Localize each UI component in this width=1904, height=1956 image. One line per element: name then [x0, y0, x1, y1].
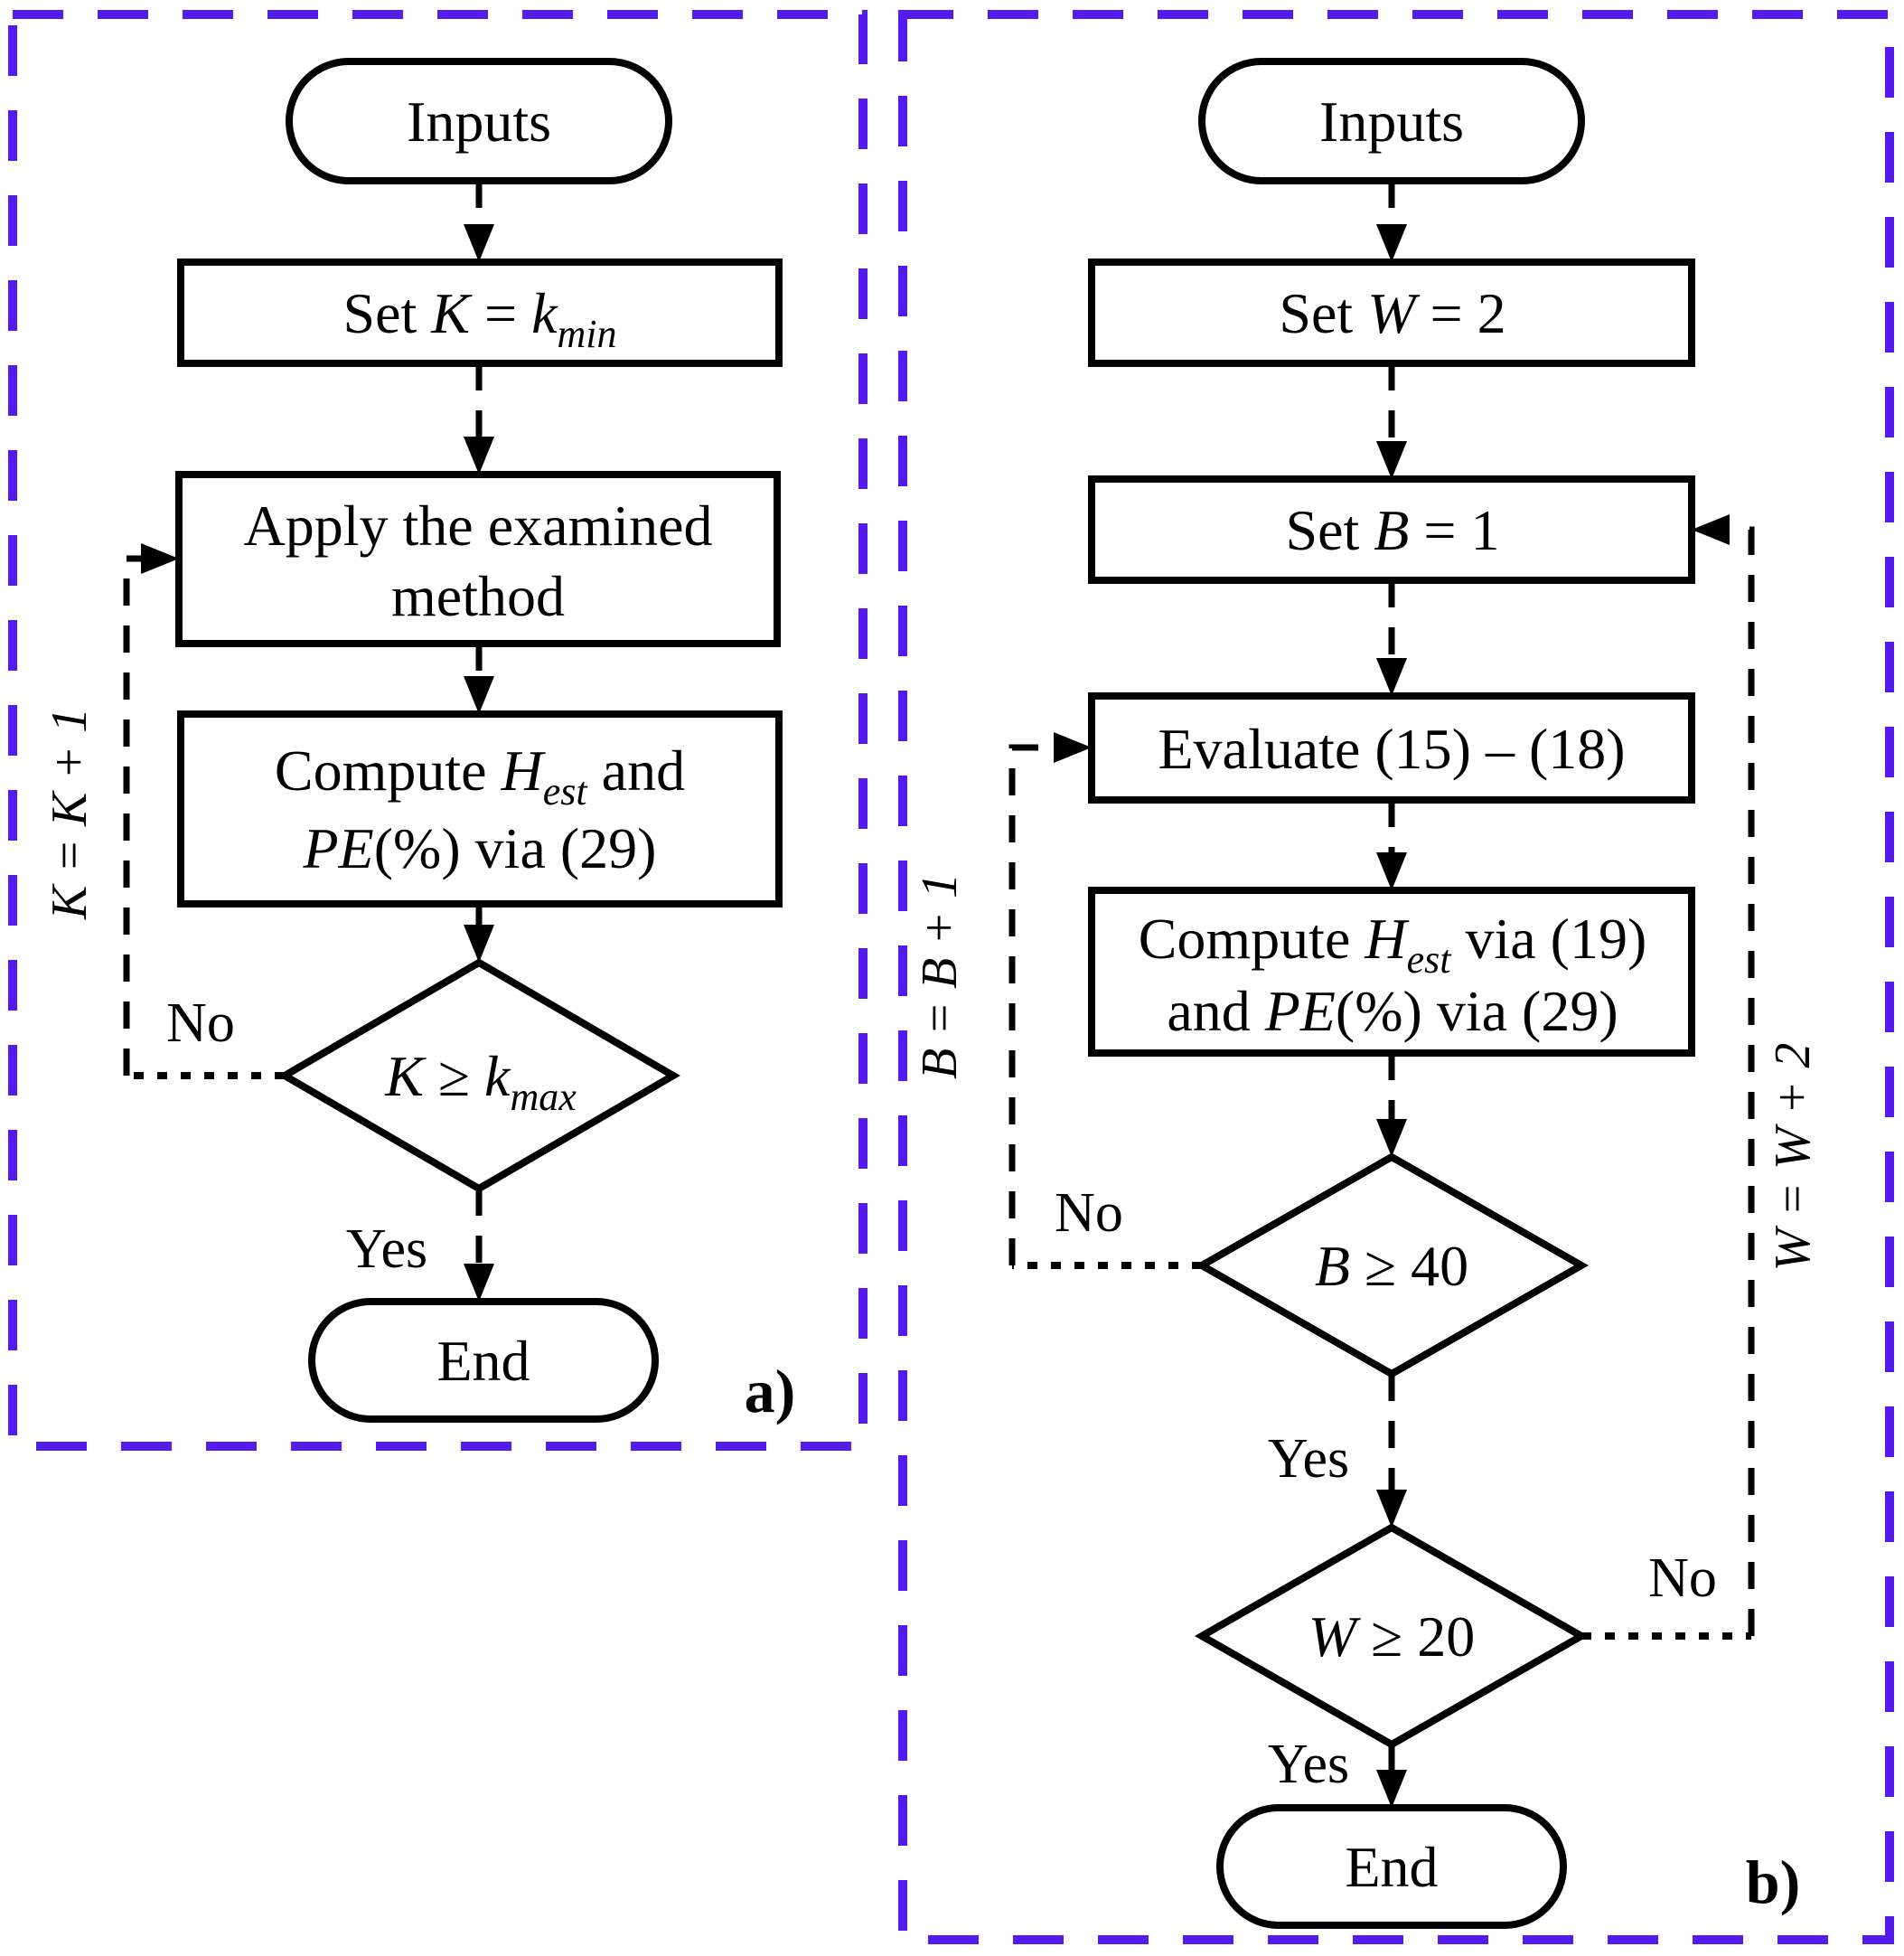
decision-b-40-label: B ≥ 40 [1315, 1234, 1468, 1298]
terminator-inputs-a-label: Inputs [407, 89, 551, 154]
set-k-subscript: min [557, 312, 616, 356]
decision-a-op: ≥ [424, 1044, 484, 1108]
terminator-end-a-label: End [436, 1329, 530, 1393]
decision-w-20-label: W ≥ 20 [1308, 1604, 1475, 1669]
set-b-value: = 1 [1409, 498, 1499, 562]
panel-a-label: a) [745, 1357, 796, 1425]
terminator-end-b-label: End [1345, 1835, 1438, 1899]
edge-label-yes-b2: Yes [1268, 1734, 1349, 1795]
compute-a-var2: PE [303, 816, 374, 880]
panel-a-border [8, 10, 868, 1451]
loop-label-w: W = W + 2 [1765, 1043, 1821, 1272]
loop-back-segment-b [1008, 744, 1054, 1265]
process-compute-a-line2: PE(%) via (29) [303, 816, 657, 880]
panel-a: Inputs Set K = kmin Apply the examined m… [8, 10, 868, 1451]
set-w-var: W [1367, 281, 1421, 345]
edge-label-yes-b1: Yes [1268, 1428, 1349, 1490]
arrowhead-icon [464, 224, 494, 262]
process-compute-b-line2: and PE(%) via (29) [1167, 979, 1618, 1043]
process-set-b-label: Set B = 1 [1286, 498, 1500, 562]
process-set-b [1088, 475, 1695, 584]
edge-label-no-b2: No [1648, 1547, 1717, 1609]
process-set-w-label: Set W = 2 [1279, 281, 1505, 345]
compute-b-var2: PE [1264, 979, 1336, 1043]
process-evaluate-label: Evaluate (15) – (18) [1158, 717, 1625, 781]
compute-b-part4: (%) via (29) [1336, 979, 1618, 1043]
arrowhead-icon [1376, 1119, 1407, 1157]
arrowhead-icon [1376, 658, 1407, 696]
compute-a-subscript: est [543, 769, 589, 813]
loop-label-k: K = K + 1 [42, 708, 98, 920]
set-b-var: B [1374, 498, 1409, 562]
decision-b-var: B [1315, 1234, 1350, 1298]
process-compute-b [1088, 887, 1695, 1057]
set-w-part: Set [1279, 281, 1367, 345]
decision-k-max-label: K ≥ kmax [384, 1044, 577, 1119]
arrowhead-icon [1376, 852, 1407, 890]
panel-b: Inputs Set W = 2 Set B = 1 Evaluate (15)… [898, 10, 1894, 1944]
process-set-k-label: Set K = kmin [343, 281, 617, 356]
compute-b-part2: via (19) [1450, 907, 1646, 971]
compute-b-part3: and [1167, 979, 1264, 1043]
decision-a-var: K [384, 1044, 427, 1108]
compute-b-subscript: est [1407, 937, 1453, 982]
decision-a-subscript: max [510, 1075, 577, 1119]
terminator-inputs-b-label: Inputs [1319, 89, 1464, 154]
arrowhead-icon [141, 543, 179, 574]
terminator-end-a [308, 1298, 659, 1423]
set-k-part: Set [343, 281, 432, 345]
compute-b-part: Compute [1139, 907, 1365, 971]
arrowhead-icon [464, 925, 494, 963]
compute-b-var: H [1364, 907, 1410, 971]
decision-w-op: ≥ 20 [1356, 1604, 1475, 1669]
set-b-part: Set [1286, 498, 1374, 562]
set-w-value: = 2 [1416, 281, 1506, 345]
process-set-w [1088, 259, 1695, 367]
terminator-end-b [1216, 1804, 1567, 1929]
loop-label-b: B = B + 1 [912, 873, 968, 1079]
arrowhead-icon [1376, 224, 1407, 262]
arrowhead-icon [464, 676, 494, 714]
decision-b-op: ≥ 40 [1350, 1234, 1468, 1298]
set-k-var2: k [531, 281, 558, 345]
compute-a-var: H [501, 738, 547, 803]
arrowhead-icon [464, 437, 494, 475]
arrowhead-icon [1692, 514, 1730, 545]
arrowhead-icon [1054, 732, 1092, 763]
process-apply-line1: Apply the examined [244, 494, 713, 558]
loop-back-segment-w [1730, 526, 1755, 1636]
compute-a-part: Compute [275, 738, 502, 803]
loop-back-segment [123, 555, 141, 1076]
edge-label-yes-a: Yes [346, 1218, 427, 1280]
edge-label-no-a: No [166, 992, 235, 1054]
compute-a-part2: and [587, 738, 685, 803]
arrowhead-icon [1376, 1490, 1407, 1528]
panel-b-border [898, 10, 1894, 1944]
process-set-k [177, 259, 783, 367]
compute-a-part3: (%) via (29) [374, 816, 657, 880]
decision-w-var: W [1308, 1604, 1362, 1669]
process-apply-line2: method [391, 564, 565, 628]
arrowhead-icon [1376, 1770, 1407, 1808]
panel-b-label: b) [1746, 1848, 1800, 1916]
set-k-eq: = [470, 281, 531, 345]
decision-a-var2: k [484, 1044, 511, 1108]
arrowhead-icon [464, 1264, 494, 1302]
process-compute-b-line1: Compute Hest via (19) [1139, 907, 1647, 982]
process-compute-a-line1: Compute Hest and [275, 738, 685, 813]
arrowhead-icon [1376, 441, 1407, 479]
edge-label-no-b1: No [1055, 1182, 1123, 1244]
process-compute-a [177, 710, 783, 907]
set-k-var: K [430, 281, 473, 345]
